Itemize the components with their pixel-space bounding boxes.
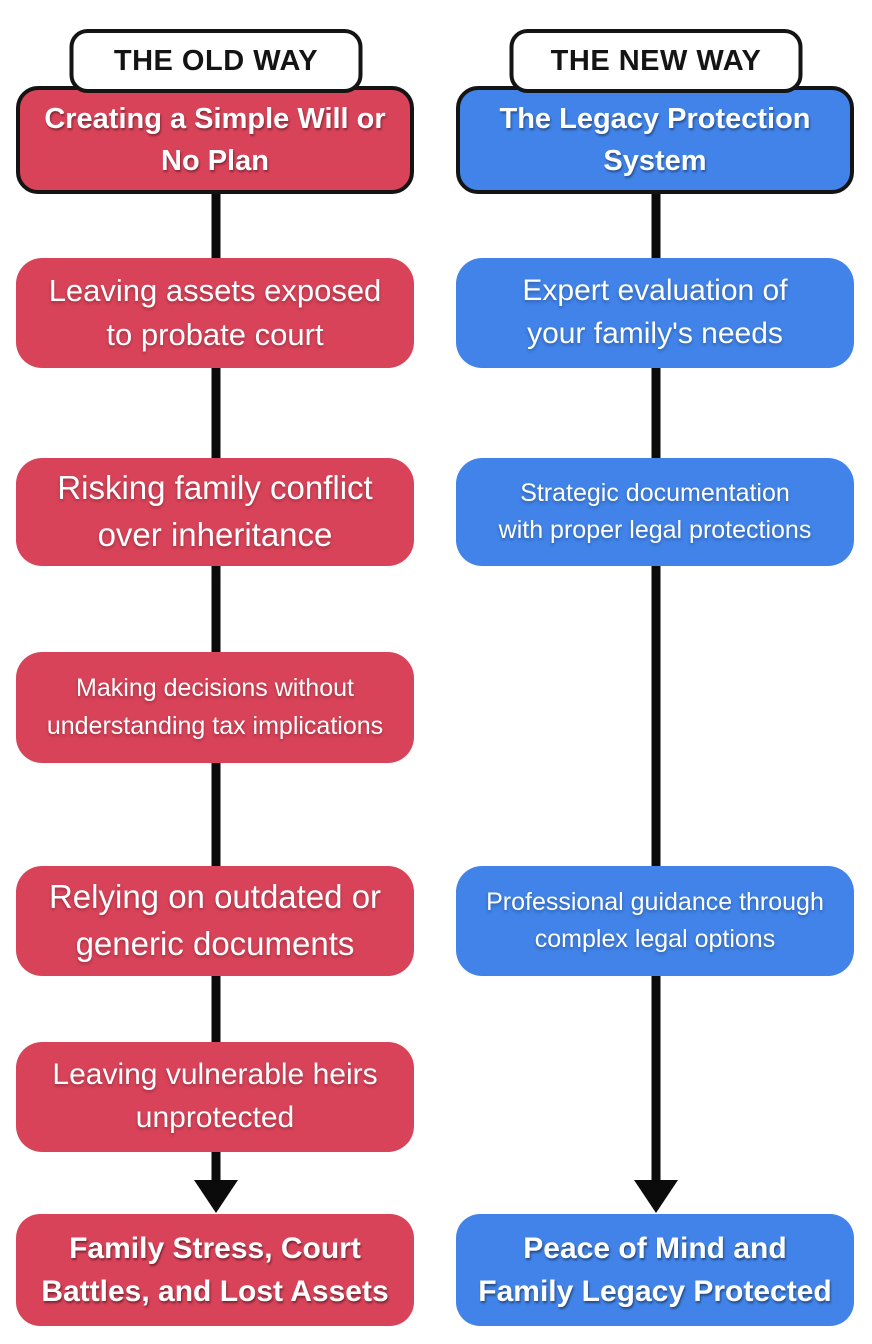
new-way-arrow-down-icon (634, 1180, 678, 1213)
new-way-step-documentation: Strategic documentation with proper lega… (456, 458, 854, 566)
old-way-header-pill: THE OLD WAY (69, 29, 363, 93)
old-way-step-outdated: Relying on outdated or generic documents (16, 866, 414, 976)
new-way-result-box: Peace of Mind and Family Legacy Protecte… (456, 1214, 854, 1326)
old-way-arrow-down-icon (194, 1180, 238, 1213)
old-way-step-probate: Leaving assets exposed to probate court (16, 258, 414, 368)
new-way-step-evaluation: Expert evaluation of your family's needs (456, 258, 854, 368)
new-way-title-box: The Legacy Protection System (456, 86, 854, 194)
new-way-flow-line (651, 145, 661, 1182)
old-way-result-box: Family Stress, Court Battles, and Lost A… (16, 1214, 414, 1326)
new-way-header-pill: THE NEW WAY (509, 29, 803, 93)
new-way-header-label: THE NEW WAY (550, 44, 762, 77)
new-way-step-guidance: Professional guidance through complex le… (456, 866, 854, 976)
old-way-step-conflict: Risking family conflict over inheritance (16, 458, 414, 566)
old-way-step-tax: Making decisions without understanding t… (16, 652, 414, 763)
old-way-column: THE OLD WAY Creating a Simple Will or No… (16, 0, 416, 1344)
old-way-header-label: THE OLD WAY (113, 44, 319, 77)
old-way-step-heirs: Leaving vulnerable heirs unprotected (16, 1042, 414, 1152)
new-way-column: THE NEW WAY The Legacy Protection System… (456, 0, 856, 1344)
old-way-title-box: Creating a Simple Will or No Plan (16, 86, 414, 194)
